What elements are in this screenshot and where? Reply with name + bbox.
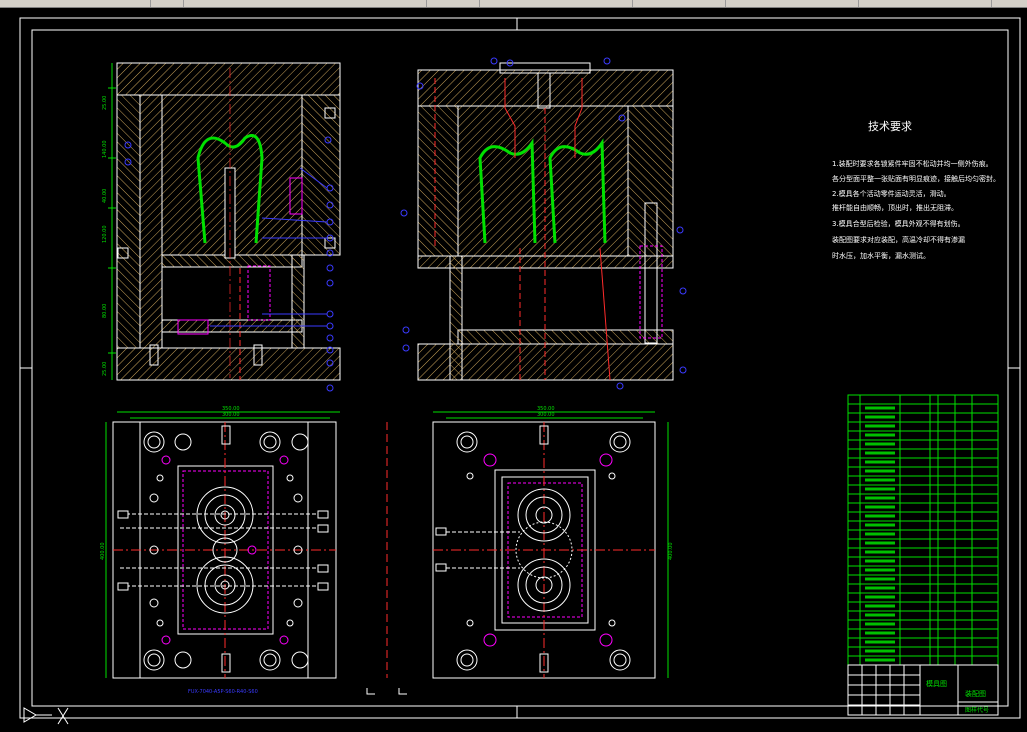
vertical-dimension: 25.00 (102, 96, 108, 110)
toolbar (0, 0, 1027, 8)
vertical-dimension: 140.00 (102, 141, 108, 159)
bom-text-mark (865, 451, 895, 455)
bom-text-mark (865, 415, 895, 419)
bom-text-mark (865, 433, 895, 437)
toolbar-button[interactable] (861, 0, 992, 7)
tech-line: 3.模具合型后检验，模具外观不得有划伤。 (832, 219, 965, 228)
vertical-dimension: 25.00 (102, 362, 108, 376)
tech-line: 2.模具各个活动零件运动灵活，滑动。 (832, 189, 951, 198)
title-code-cell: 图样代号 (965, 706, 989, 714)
section-view-right (400, 57, 687, 390)
toolbar-button[interactable] (728, 0, 859, 7)
bom-text-mark (865, 469, 895, 473)
vertical-dimension: 80.00 (102, 304, 108, 318)
bom-text-mark (865, 550, 895, 554)
vertical-dimension: 40.00 (102, 189, 108, 203)
ucs-icon (23, 707, 69, 725)
tech-title: 技术要求 (868, 120, 912, 133)
bom-text-mark (865, 523, 895, 527)
bom-text-mark (865, 460, 895, 464)
bom-text-mark (865, 577, 895, 581)
bom-text-mark (865, 487, 895, 491)
plan-view-left: 350.00 300.00 400.00 (100, 406, 340, 695)
plan-view-right: 350.00 300.00 400.00 (432, 406, 674, 679)
bom-text-mark (865, 406, 895, 410)
bom-text-mark (865, 559, 895, 563)
drawing-frame (19, 17, 1021, 719)
bom-text-mark (865, 604, 895, 608)
dimension-text: 350.00 (537, 406, 555, 412)
dimension-text: 300.00 (222, 412, 240, 418)
bom-text-mark (865, 496, 895, 500)
toolbar-button[interactable] (429, 0, 480, 7)
bom-text-mark (865, 442, 895, 446)
tech-line: 1.装配时要求各锁紧件牢固不松动并均一侧外伤痕。 (832, 159, 993, 168)
bom-text-mark (865, 505, 895, 509)
dimension-text: 350.00 (222, 406, 240, 412)
technical-requirements: 技术要求 1.装配时要求各锁紧件牢固不松动并均一侧外伤痕。 各分型面平整一张贴面… (832, 120, 1000, 260)
bom-text-mark (865, 622, 895, 626)
drawing-canvas[interactable]: 25.00 140.00 40.00 120.00 80.00 25.00 (0, 8, 1027, 732)
toolbar-button[interactable] (153, 0, 184, 7)
tech-line: 各分型面平整一张贴面有明显痕迹，接触后均匀密封。 (832, 174, 1000, 183)
bom-text-mark (865, 541, 895, 545)
bom-text-mark (865, 613, 895, 617)
dimension-text: 300.00 (537, 412, 555, 418)
part-label: FUX-7040-A5P-S60-R40-S60 (188, 689, 258, 695)
toolbar-button[interactable] (95, 0, 151, 7)
bom-text-mark (865, 649, 895, 653)
title-block: 模具图 装配图 图样代号 (847, 664, 999, 716)
toolbar-button[interactable] (635, 0, 726, 7)
bom-text-mark (865, 532, 895, 536)
bom-text-mark (865, 658, 895, 662)
tech-line: 推杆能自由顺畅，顶出时，推出无阻滞。 (832, 203, 958, 212)
title-drawing-cell: 装配图 (965, 689, 986, 698)
tech-line: 时水压，加水平衡，漏水测试。 (832, 251, 930, 260)
title-name-cell: 模具图 (926, 679, 947, 688)
bom-text-mark (865, 424, 895, 428)
bill-of-materials (847, 394, 999, 666)
bom-text-mark (865, 478, 895, 482)
bom-text-mark (865, 640, 895, 644)
dimension-text: 400.00 (100, 543, 106, 561)
toolbar-button[interactable] (482, 0, 633, 7)
vertical-dimension: 120.00 (102, 226, 108, 244)
bom-text-mark (865, 586, 895, 590)
tech-line: 装配图要求对应装配，高温冷却不得有渗漏 (832, 235, 965, 244)
toolbar-button[interactable] (186, 0, 427, 7)
bom-text-mark (865, 514, 895, 518)
bom-text-mark (865, 568, 895, 572)
dimension-text: 400.00 (668, 543, 674, 561)
bom-text-mark (865, 631, 895, 635)
section-marker (366, 422, 407, 695)
bom-text-mark (865, 595, 895, 599)
section-view-left: 25.00 140.00 40.00 120.00 80.00 25.00 (102, 62, 341, 392)
